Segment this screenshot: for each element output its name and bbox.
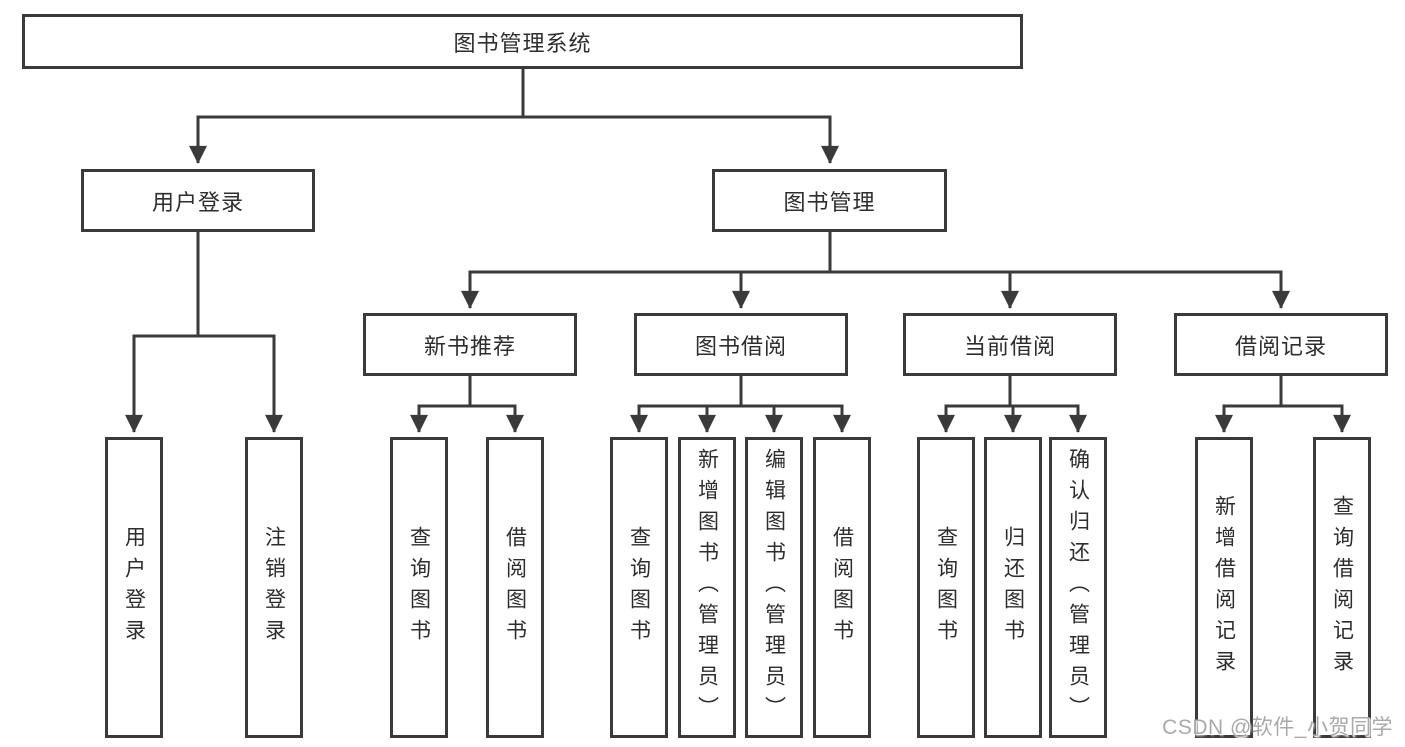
leaf-query-borrow-record: 查询借阅记录 bbox=[1313, 437, 1371, 738]
leaf-add-borrow-record: 新增借阅记录 bbox=[1195, 437, 1253, 738]
node-label: 查询图书 bbox=[934, 525, 958, 650]
node-label: 查询图书 bbox=[627, 525, 651, 650]
leaf-logout: 注销登录 bbox=[245, 437, 303, 738]
node-label: 查询借阅记录 bbox=[1330, 494, 1354, 681]
node-book-borrow: 图书借阅 bbox=[634, 313, 848, 376]
leaf-add-book-admin: 新增图书（管理员） bbox=[678, 437, 736, 738]
node-label: 新增图书（管理员） bbox=[695, 448, 719, 727]
node-label: 归还图书 bbox=[1001, 525, 1025, 650]
node-label: 图书管理系统 bbox=[453, 30, 592, 56]
node-new-book-recommend: 新书推荐 bbox=[363, 313, 577, 376]
node-label: 借阅图书 bbox=[830, 525, 854, 650]
node-label: 当前借阅 bbox=[963, 333, 1056, 359]
node-label: 借阅记录 bbox=[1234, 333, 1327, 359]
node-label: 查询图书 bbox=[407, 525, 431, 650]
leaf-return-book: 归还图书 bbox=[984, 437, 1042, 738]
node-label: 确认归还（管理员） bbox=[1066, 448, 1090, 727]
node-user-login: 用户登录 bbox=[81, 169, 315, 232]
node-library-management-system: 图书管理系统 bbox=[22, 14, 1023, 69]
leaf-query-books-current: 查询图书 bbox=[917, 437, 975, 738]
node-label: 新增借阅记录 bbox=[1212, 494, 1236, 681]
node-book-management: 图书管理 bbox=[712, 169, 947, 232]
node-label: 图书借阅 bbox=[694, 333, 787, 359]
leaf-query-books-borrow: 查询图书 bbox=[610, 437, 668, 738]
node-label: 借阅图书 bbox=[503, 525, 527, 650]
leaf-borrow-books-recommend: 借阅图书 bbox=[486, 437, 544, 738]
leaf-edit-book-admin: 编辑图书（管理员） bbox=[745, 437, 803, 738]
node-borrow-records: 借阅记录 bbox=[1174, 313, 1388, 376]
leaf-query-books-recommend: 查询图书 bbox=[390, 437, 448, 738]
leaf-confirm-return-admin: 确认归还（管理员） bbox=[1049, 437, 1107, 738]
node-label: 注销登录 bbox=[262, 525, 286, 650]
node-label: 用户登录 bbox=[151, 189, 244, 215]
node-label: 新书推荐 bbox=[423, 333, 516, 359]
csdn-watermark: CSDN @软件_小贺同学 bbox=[1162, 716, 1393, 739]
node-current-borrow: 当前借阅 bbox=[903, 313, 1117, 376]
node-label: 图书管理 bbox=[783, 189, 876, 215]
node-label: 编辑图书（管理员） bbox=[762, 448, 786, 727]
leaf-borrow-books: 借阅图书 bbox=[813, 437, 871, 738]
node-label: 用户登录 bbox=[122, 525, 146, 650]
leaf-user-login: 用户登录 bbox=[105, 437, 163, 738]
